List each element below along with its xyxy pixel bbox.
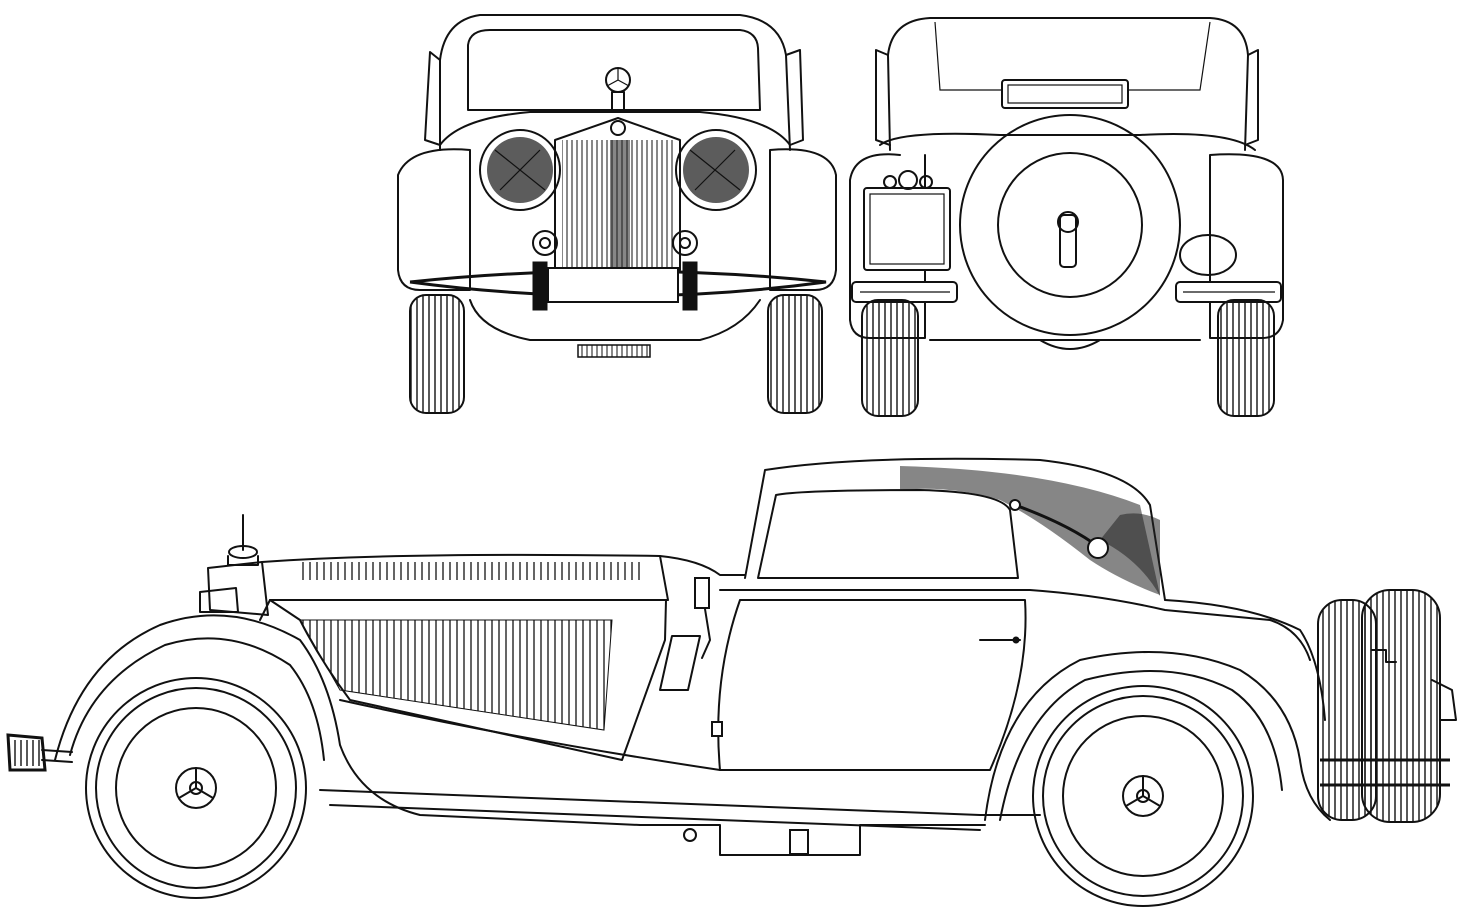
side-rear-fender bbox=[984, 651, 1331, 821]
side-vent bbox=[659, 635, 701, 691]
side-front-fender bbox=[54, 614, 641, 826]
rear-star-emblem bbox=[883, 170, 933, 190]
front-fender-left bbox=[397, 148, 471, 291]
rear-window bbox=[1001, 79, 1129, 109]
side-radiator bbox=[207, 561, 269, 616]
side-mirror bbox=[694, 577, 710, 609]
front-foglamp-left bbox=[532, 230, 558, 256]
side-bonnet-louvers-top bbox=[300, 562, 640, 580]
rear-plate bbox=[863, 187, 951, 271]
front-foglamp-right bbox=[672, 230, 698, 256]
side-bonnet bbox=[261, 553, 669, 601]
side-front-bumper bbox=[6, 733, 47, 772]
side-bonnet-panel bbox=[269, 599, 667, 761]
side-rear-wheel bbox=[1032, 685, 1254, 907]
side-rear-bumper bbox=[1320, 758, 1450, 787]
front-tyre-right bbox=[767, 294, 823, 414]
rear-pillar-right bbox=[1244, 49, 1259, 146]
front-windshield bbox=[467, 29, 761, 111]
side-bonnet-louvers bbox=[299, 619, 613, 731]
side-view bbox=[6, 457, 1457, 907]
side-running-board bbox=[319, 789, 1041, 816]
rear-body bbox=[879, 132, 1256, 151]
rear-spare-wheel bbox=[959, 114, 1181, 336]
front-star-emblem bbox=[605, 67, 631, 111]
front-pillar-left bbox=[424, 51, 441, 146]
side-hood-ornament bbox=[227, 514, 259, 566]
side-front-wheel bbox=[85, 677, 307, 899]
front-view bbox=[397, 14, 837, 414]
rear-roof bbox=[887, 17, 1249, 151]
front-fender-right bbox=[769, 148, 837, 291]
rear-tyre-left bbox=[861, 299, 919, 417]
front-headlamp-right bbox=[675, 129, 757, 211]
side-door bbox=[717, 599, 1027, 771]
front-plate bbox=[547, 267, 679, 303]
rear-view bbox=[849, 17, 1284, 417]
front-roof bbox=[439, 14, 791, 151]
front-cowl bbox=[439, 111, 791, 146]
side-beltline bbox=[719, 589, 1311, 661]
side-spare-wheels bbox=[1317, 589, 1441, 823]
front-underbody bbox=[469, 299, 761, 341]
rear-tyre-right bbox=[1217, 299, 1275, 417]
front-pillar-right bbox=[785, 49, 804, 146]
front-headlamp-left bbox=[479, 129, 561, 211]
rear-lamp-right bbox=[1179, 234, 1237, 276]
side-roof bbox=[744, 457, 1166, 601]
side-window bbox=[757, 489, 1019, 579]
front-tyre-left bbox=[409, 294, 465, 414]
side-cowl bbox=[659, 555, 746, 576]
